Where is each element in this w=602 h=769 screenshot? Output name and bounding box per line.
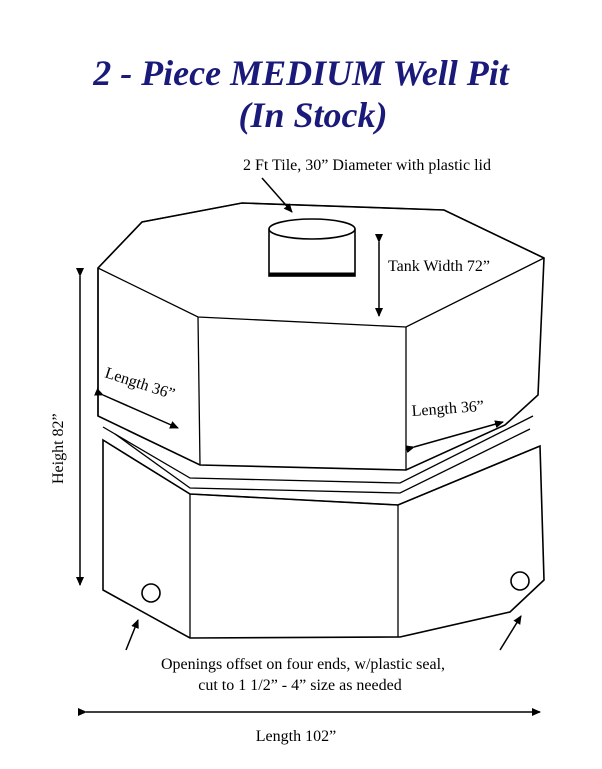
tile-label: 2 Ft Tile, 30” Diameter with plastic lid (243, 157, 491, 174)
length-right-arrow (405, 420, 504, 454)
height-label: Height 82” (50, 413, 67, 484)
tank-width-label: Tank Width 72” (388, 258, 490, 275)
opening-left (141, 583, 161, 603)
length-right-label: Length 36” (411, 398, 484, 420)
tile-cylinder (268, 218, 356, 277)
bottom-section (102, 415, 545, 639)
opening-right-leader (499, 615, 522, 651)
tile-leader-arrow (261, 177, 293, 213)
length-left-arrow (94, 388, 179, 429)
openings-label-line2: cut to 1 1/2” - 4” size as needed (198, 677, 401, 694)
diagram-subtitle: (In Stock) (238, 95, 388, 135)
length-total-label: Length 102” (256, 728, 336, 745)
openings-label-line1: Openings offset on four ends, w/plastic … (161, 656, 445, 673)
diagram-title: 2 - Piece MEDIUM Well Pit (93, 53, 509, 93)
top-section (97, 202, 545, 471)
opening-left-leader (125, 619, 139, 651)
opening-right (510, 571, 530, 591)
